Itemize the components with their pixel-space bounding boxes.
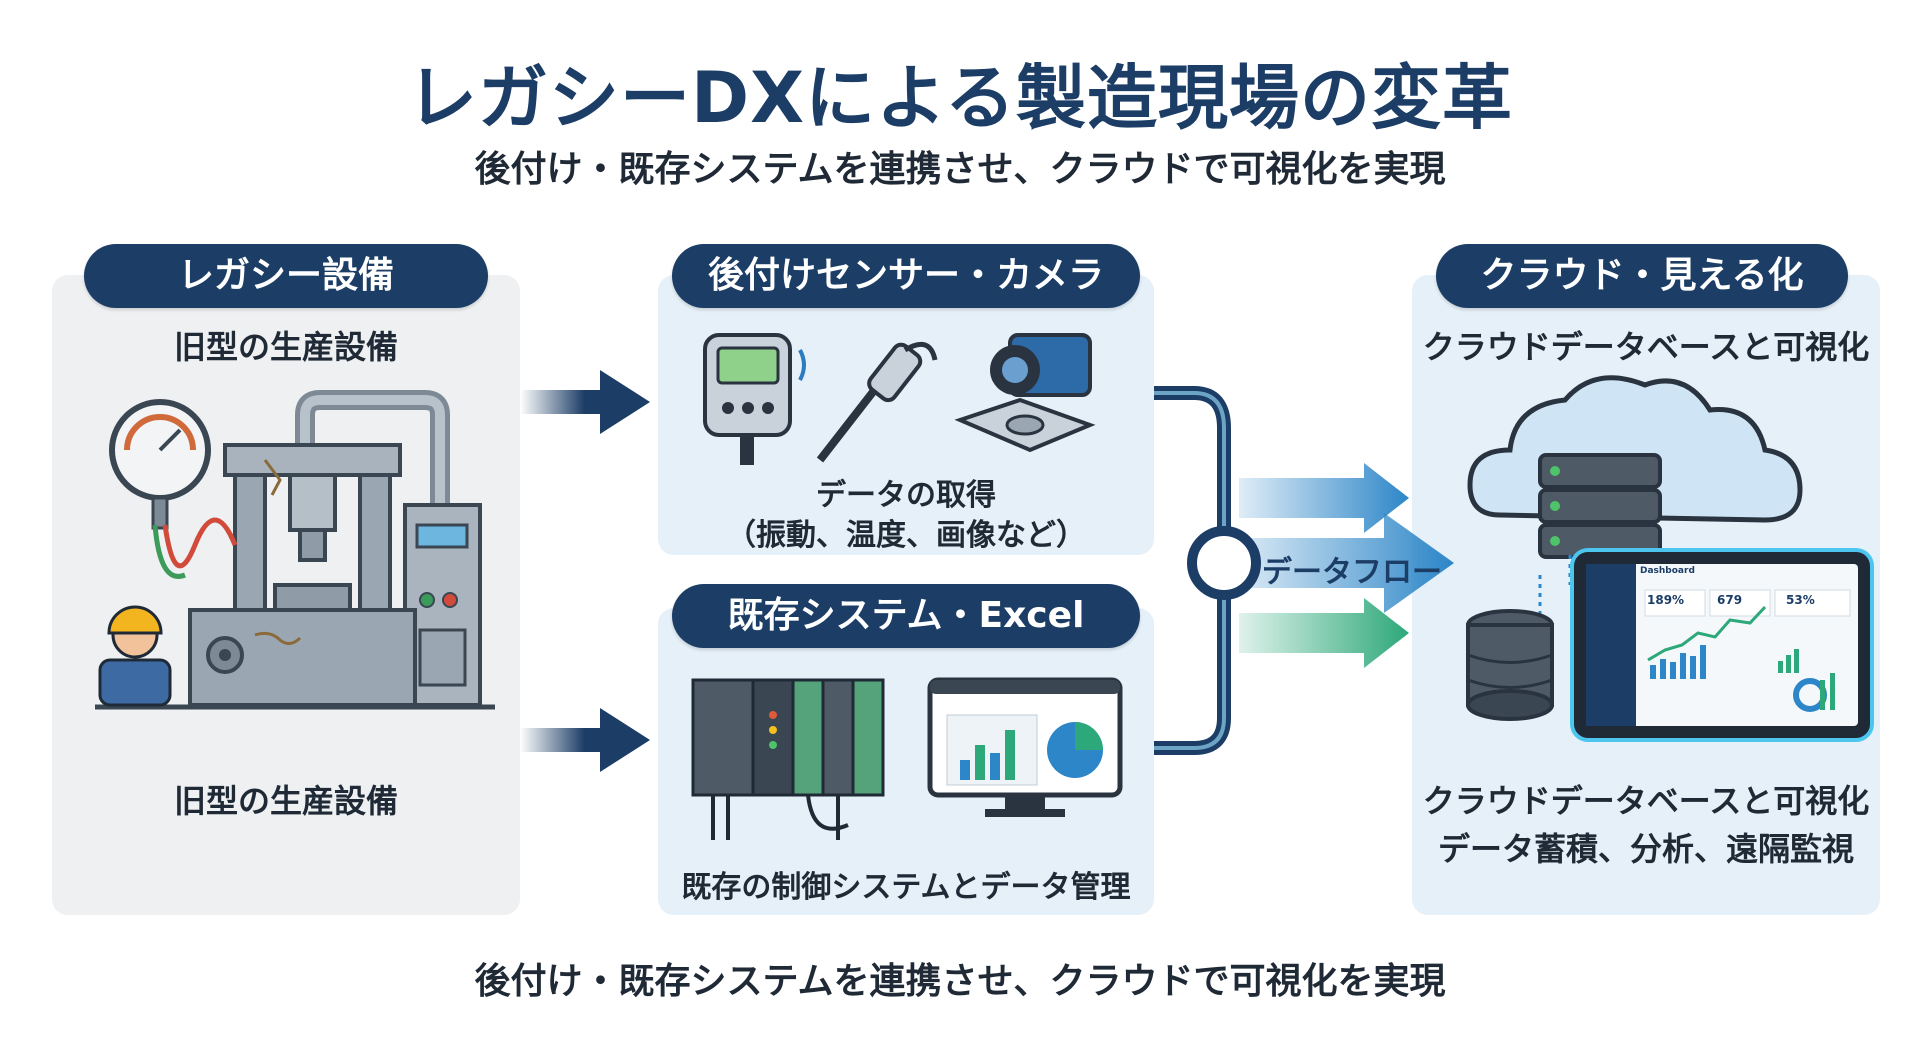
cloud-caption-bottom-line1: クラウドデータベースと可視化 — [1422, 782, 1870, 820]
dashboard-title: Dashboard — [1640, 566, 1695, 576]
legacy-caption-top: 旧型の生産設備 — [173, 328, 398, 366]
sensor-caption-line1: データの取得 — [816, 478, 996, 513]
data-flow-connector — [1154, 386, 1454, 755]
plc-controller-icon — [691, 678, 885, 840]
excel-monitor-icon — [927, 677, 1123, 817]
legacy-caption-bottom: 旧型の生産設備 — [173, 782, 398, 820]
cloud-pill: クラウド・見える化 — [1436, 244, 1848, 308]
existing-system-pill: 既存システム・Excel — [672, 584, 1140, 648]
cloud-server-illustration — [1466, 375, 1874, 742]
page-subtitle: 後付け・既存システムを連携させ、クラウドで可視化を実現 — [474, 149, 1446, 190]
camera-icon — [954, 333, 1096, 453]
page-title: レガシーDXによる製造現場の変革 — [407, 57, 1513, 139]
sensor-device-icon — [703, 333, 806, 465]
arrow-legacy-to-sensor — [520, 370, 650, 434]
temperature-probe-icon — [816, 341, 938, 463]
dashboard-kpi-3: 53% — [1786, 593, 1815, 607]
sensor-pill: 後付けセンサー・カメラ — [672, 244, 1140, 308]
arrow-legacy-to-existing — [520, 708, 650, 772]
cloud-caption-bottom-line2: データ蓄積、分析、遠隔監視 — [1437, 830, 1854, 868]
existing-system-caption: 既存の制御システムとデータ管理 — [681, 870, 1131, 905]
data-flow-label: データフロー — [1262, 555, 1442, 590]
legacy-pill: レガシー設備 — [84, 244, 488, 308]
footer-text: 後付け・既存システムを連携させ、クラウドで可視化を実現 — [474, 961, 1446, 1002]
legacy-machine-illustration — [95, 390, 495, 710]
cloud-caption-top: クラウドデータベースと可視化 — [1422, 328, 1870, 366]
sensor-caption-line2: （振動、温度、画像など） — [726, 518, 1086, 553]
dashboard-kpi-2: 679 — [1717, 593, 1743, 607]
dashboard-kpi-1: 189% — [1647, 593, 1685, 607]
